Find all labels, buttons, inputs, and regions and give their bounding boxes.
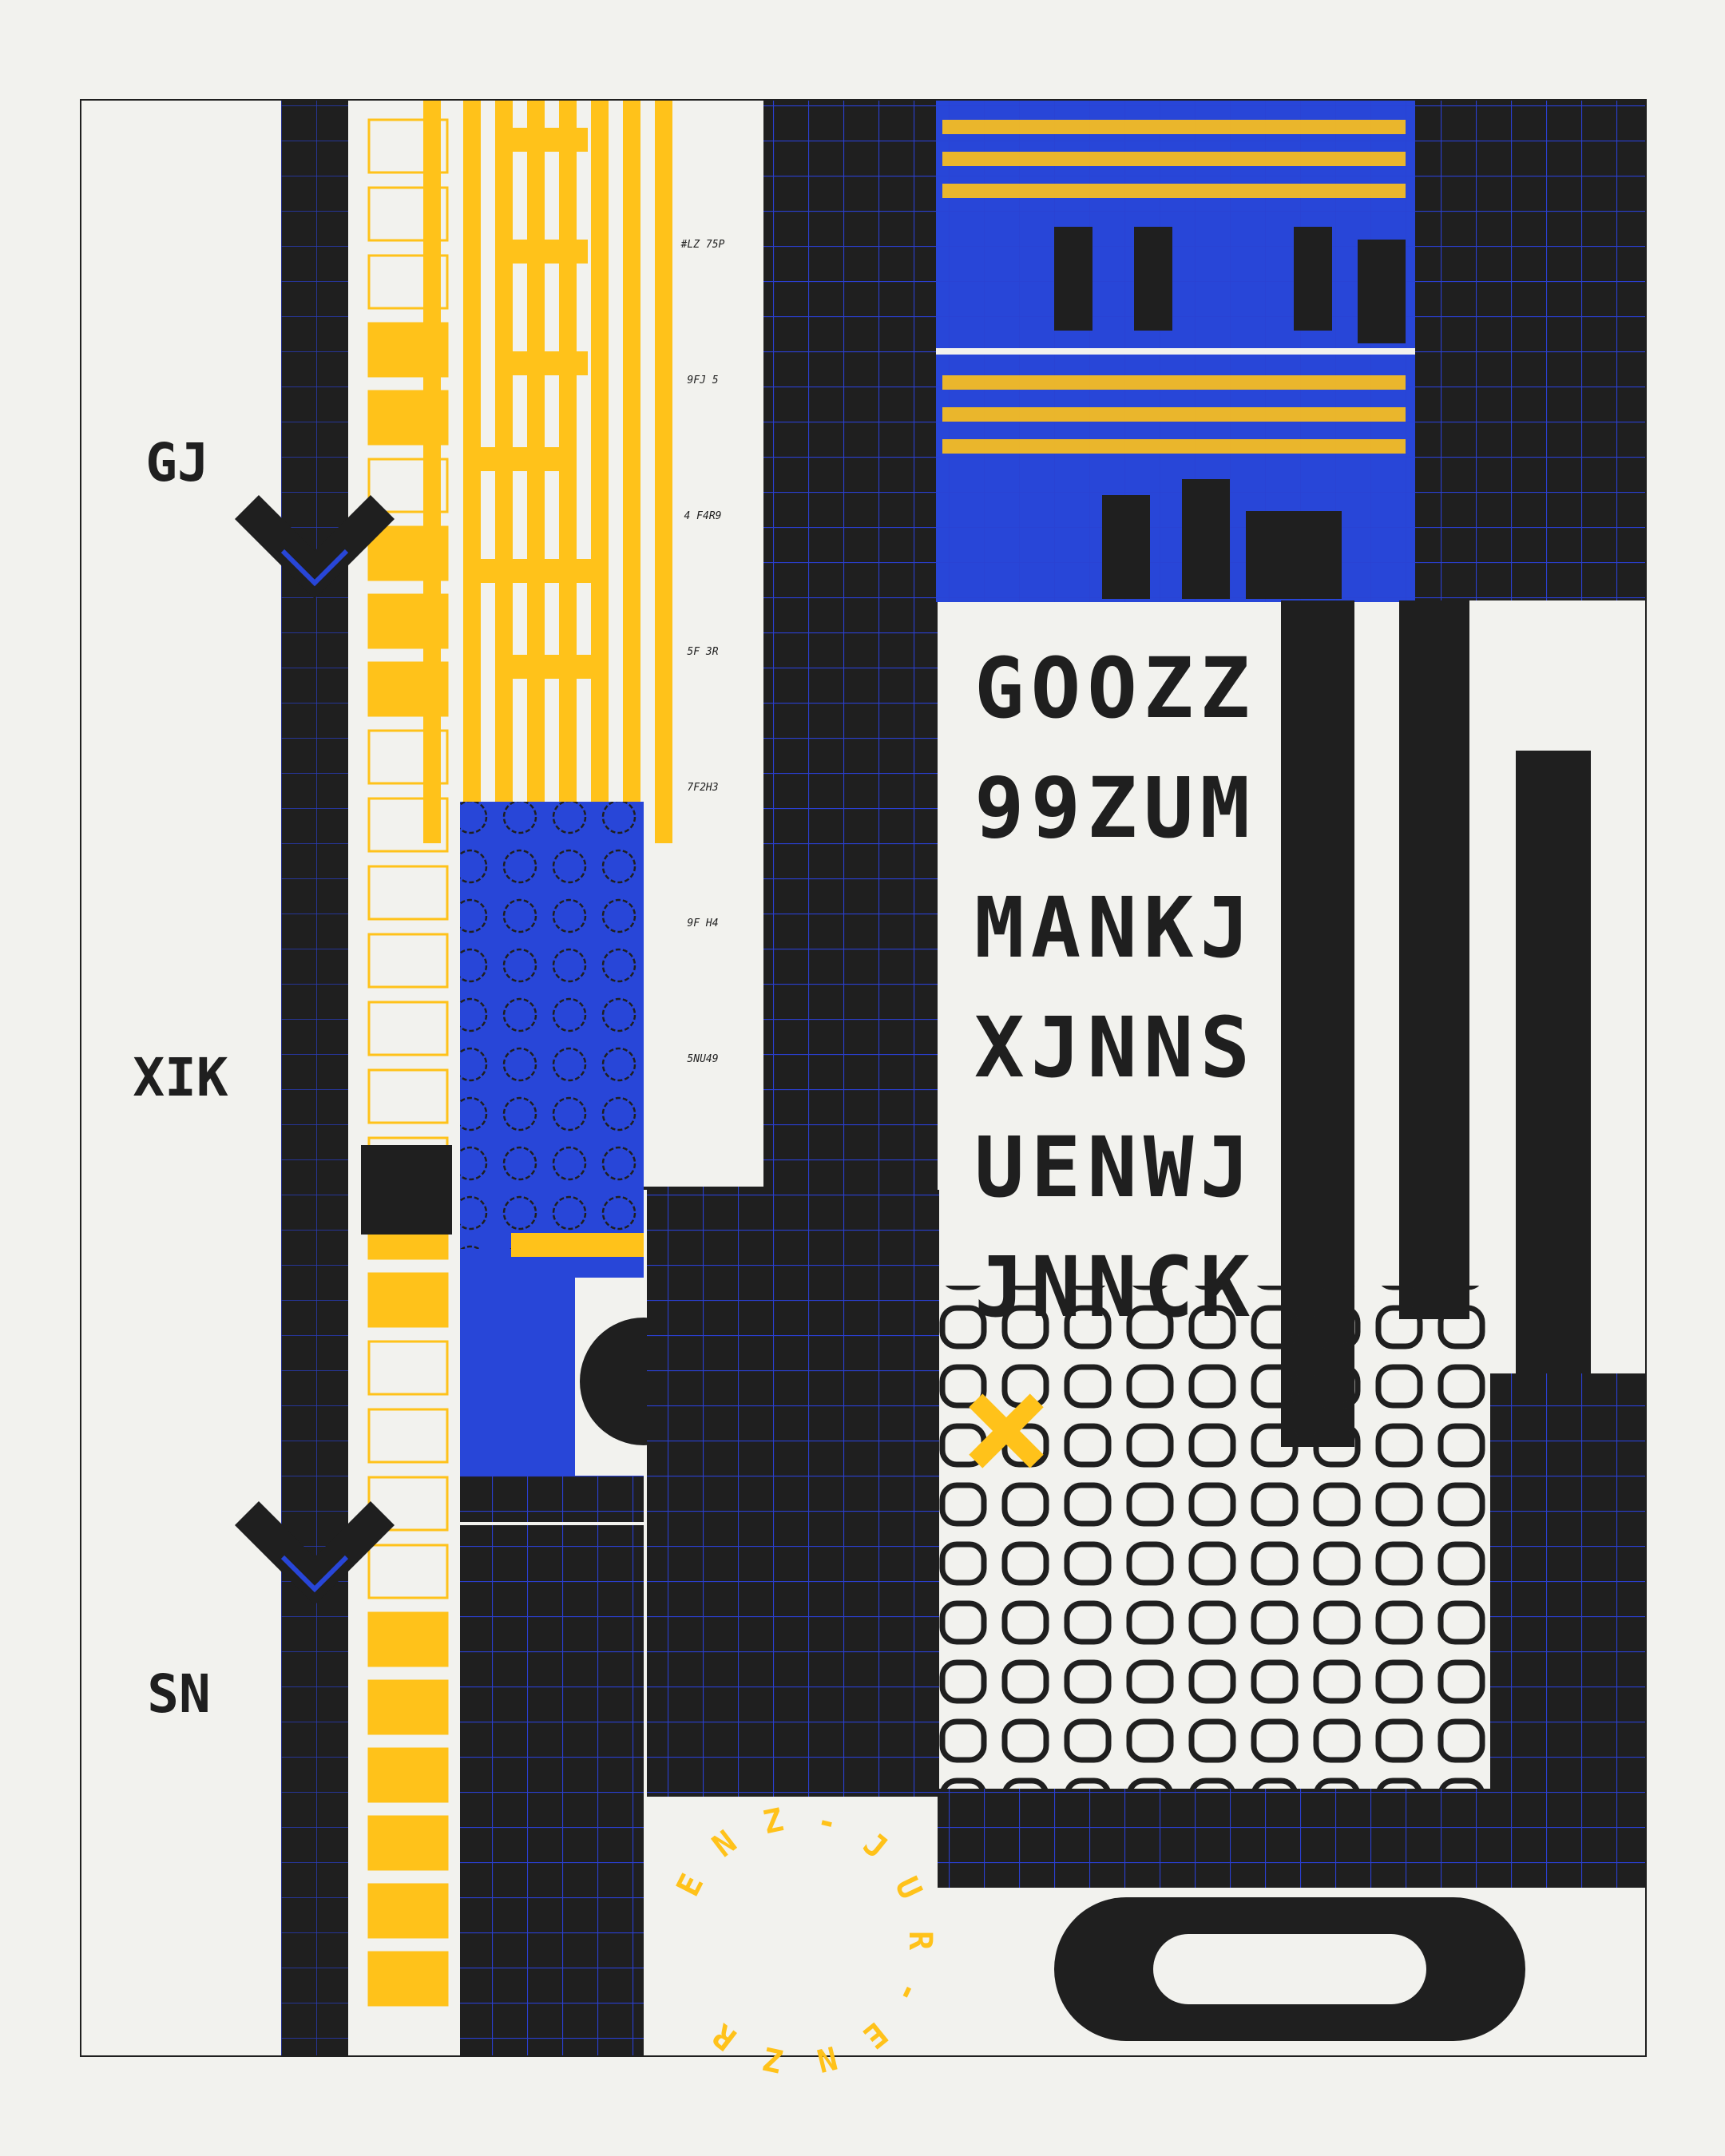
left-label-2: XIK: [133, 1047, 228, 1108]
swatch-squares: [367, 118, 449, 2007]
ring-matrix: [939, 1286, 1490, 1797]
glyph-rows: GOOZZ 99ZUM MANKJ XJNNS UENWJ JNNCK: [974, 640, 1256, 1336]
swatch-square: [367, 1068, 449, 1124]
swatch-square: [367, 865, 449, 921]
ruler-label: 4 F4R9: [684, 510, 722, 522]
glyph-panel-bar-2: [1399, 600, 1469, 1319]
chevron-down-icon: [235, 495, 395, 599]
blue-block-stripe: [942, 407, 1406, 422]
glyph-row: MANKJ: [974, 879, 1256, 977]
swatch-square: [367, 933, 449, 989]
ruler-label: 9F H4: [687, 917, 718, 929]
swatch-square: [367, 1883, 449, 1939]
swatch-square: [367, 1001, 449, 1056]
swatch-square: [367, 118, 449, 174]
blue-block-top: [936, 101, 1415, 602]
glyph-panel-bar-3: [1516, 751, 1591, 1373]
black-square: [361, 1145, 452, 1235]
swatch-square: [367, 254, 449, 310]
yellow-bar: [559, 101, 577, 843]
swatch-square: [367, 1951, 449, 2007]
swatch-square: [367, 661, 449, 717]
yellow-bar: [623, 101, 640, 843]
yellow-bar: [463, 101, 481, 843]
cross-icon: [969, 1393, 1044, 1468]
left-label-3: SN: [147, 1663, 210, 1725]
swatch-square: [367, 322, 449, 378]
blue-block-stripe: [942, 375, 1406, 390]
capsule-icon: [1054, 1897, 1525, 2041]
yellow-bar-group: [423, 101, 672, 843]
swatch-square: [367, 1611, 449, 1667]
swatch-square: [367, 1815, 449, 1871]
yellow-bar: [495, 101, 513, 843]
yellow-bar-notch: [479, 559, 607, 583]
swatch-square: [367, 593, 449, 649]
blue-block-stripe: [942, 184, 1406, 198]
swatch-square: [367, 1747, 449, 1803]
swatch-square: [367, 797, 449, 853]
swatch-square: [367, 390, 449, 446]
glyph-row: 99ZUM: [974, 759, 1256, 857]
yellow-bar: [527, 101, 545, 843]
yellow-bar-notch: [511, 240, 588, 264]
ruler-label: #LZ 75P: [680, 239, 725, 251]
ruler-label: 5NU49: [687, 1053, 718, 1065]
left-white-strip: [81, 101, 281, 2055]
left-label-1: GJ: [145, 432, 208, 493]
glyph-row: XJNNS: [974, 999, 1256, 1096]
swatch-square: [367, 729, 449, 785]
swatch-square: [367, 458, 449, 513]
yellow-bar-notch: [479, 447, 575, 471]
swatch-square: [367, 1408, 449, 1464]
yellow-bar-notch: [511, 128, 588, 152]
swatch-square: [367, 1340, 449, 1396]
blue-block-stripe: [942, 152, 1406, 166]
ring-letter: R: [902, 1931, 938, 1951]
yellow-bar: [423, 101, 441, 843]
swatch-square: [367, 525, 449, 581]
ruler-labels: #LZ 75P 9FJ 5 4 F4R9 5F 3R 7F2H3 9F H4 5NU49: [680, 239, 725, 1065]
ruler-label: 7F2H3: [687, 782, 718, 794]
yellow-bar: [655, 101, 672, 843]
yellow-bar-notch: [511, 655, 607, 679]
yellow-bar-notch: [511, 351, 588, 375]
swatch-square: [367, 1544, 449, 1599]
glyph-row: GOOZZ: [974, 640, 1256, 737]
ruler-label: 9FJ 5: [687, 375, 718, 386]
blue-block-stripe: [942, 439, 1406, 454]
blue-block-stripe: [942, 120, 1406, 134]
swatch-square: [367, 1679, 449, 1735]
glyph-row: UENWJ: [974, 1119, 1256, 1216]
yellow-bar: [591, 101, 609, 843]
chevron-down-icon: [235, 1501, 395, 1605]
swatch-square: [367, 186, 449, 242]
swatch-square: [367, 1272, 449, 1328]
glyph-row: JNNCK: [974, 1239, 1256, 1336]
ruler-label: 5F 3R: [687, 646, 718, 658]
